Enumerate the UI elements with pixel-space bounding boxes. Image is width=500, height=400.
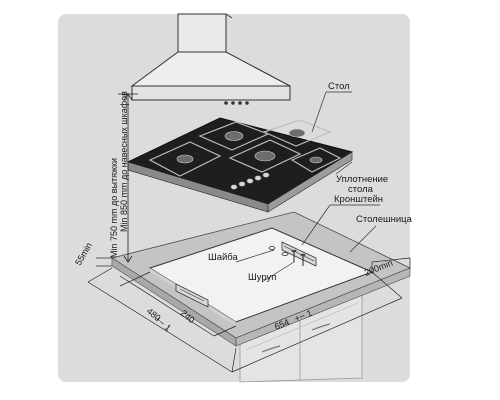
label-screw: Шуруп <box>248 272 276 283</box>
burner-2 <box>224 131 244 141</box>
knob-5 <box>262 172 270 178</box>
hood-button-3 <box>238 101 242 105</box>
cabinet-handle-left <box>261 345 281 353</box>
hood-button-2 <box>231 101 235 105</box>
bracket-left <box>175 283 209 308</box>
burner-1 <box>176 154 194 164</box>
dim-hood-min: Min 750 mm до вытяжки <box>109 158 119 258</box>
knob-4 <box>254 175 262 181</box>
hood-button-1 <box>224 101 228 105</box>
knob-2 <box>238 181 246 187</box>
cabinet-handle-right <box>311 323 331 331</box>
hood-button-4 <box>245 101 249 105</box>
label-seal-2: стола <box>348 184 374 195</box>
gas-hob <box>126 117 354 213</box>
bracket-right <box>281 241 317 267</box>
grate-back-right <box>262 119 332 147</box>
grate-front-right <box>290 147 342 173</box>
label-washer: Шайба <box>208 252 239 263</box>
label-countertop: Столешница <box>356 214 413 225</box>
grate-center <box>228 139 302 173</box>
screw-icon <box>291 249 306 266</box>
grate-front-left <box>148 141 222 177</box>
dim-cabinet-min: Min 850 mm до навесных шкафов <box>119 91 129 232</box>
burner-3 <box>254 150 276 162</box>
front-dimension-lines <box>87 257 411 373</box>
height-dimension <box>118 93 138 263</box>
burner-5 <box>309 156 323 164</box>
knob-3 <box>246 178 254 184</box>
washer-icon <box>268 246 289 256</box>
range-hood <box>130 13 291 105</box>
label-seal-1: Уплотнение <box>336 174 388 185</box>
burner-4 <box>288 128 306 138</box>
leader-lines <box>235 91 380 283</box>
countertop-side-edge <box>235 267 411 347</box>
label-bracket: Кронштейн <box>334 194 383 205</box>
knob-1 <box>230 184 238 190</box>
label-stol: Стол <box>328 81 350 92</box>
